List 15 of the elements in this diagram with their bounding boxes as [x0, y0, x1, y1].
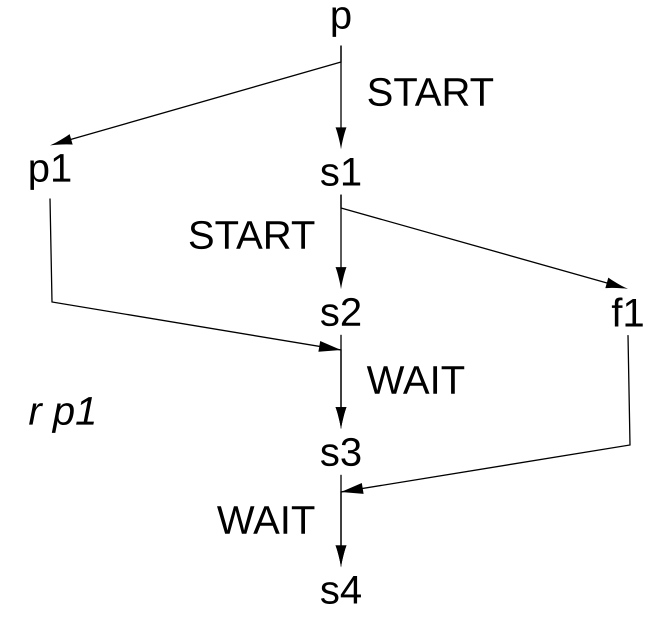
state-label: s3	[321, 438, 360, 466]
arrow	[336, 474, 346, 564]
state-label: s4	[321, 576, 361, 604]
edge-label: START	[368, 78, 494, 106]
state-label: p1	[30, 154, 70, 190]
state-label: p	[332, 7, 350, 37]
state-label: f1	[612, 298, 643, 326]
state-label: s1	[321, 158, 360, 186]
arrow	[336, 46, 346, 146]
state-label: s2	[321, 298, 360, 326]
edge-label: WAIT	[217, 506, 314, 534]
edge-label: WAIT	[366, 366, 464, 394]
edge-label: START	[190, 220, 314, 250]
arrow	[336, 334, 346, 426]
note-text: r p1	[29, 397, 94, 433]
